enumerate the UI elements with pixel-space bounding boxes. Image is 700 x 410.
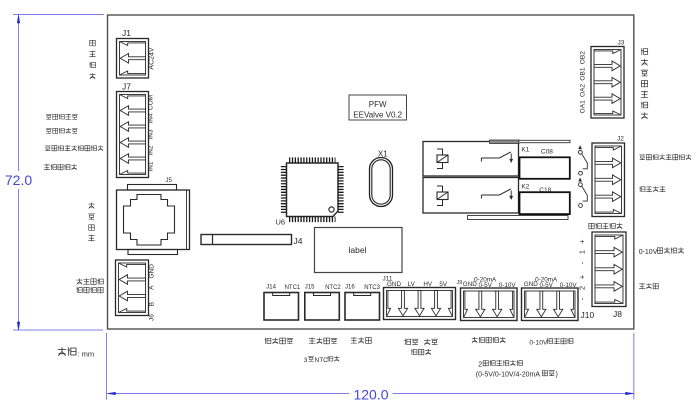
svg-text:X1: X1 xyxy=(378,150,388,159)
svg-text:OB2: OB2 xyxy=(580,51,587,64)
svg-text:A: A xyxy=(149,285,156,290)
svg-text:IN3: IN3 xyxy=(148,129,155,140)
svg-text:): ) xyxy=(556,372,558,379)
svg-text:B: B xyxy=(149,302,156,306)
svg-text:J3: J3 xyxy=(618,40,625,47)
svg-text:(0-5V/0-10V/4-20mA: (0-5V/0-10V/4-20mA xyxy=(476,372,541,379)
svg-text:0-5V: 0-5V xyxy=(540,282,554,289)
svg-text:0-5V: 0-5V xyxy=(479,282,493,289)
svg-text:0-10V: 0-10V xyxy=(560,282,578,289)
svg-text:GND: GND xyxy=(387,281,401,288)
svg-text:PFW: PFW xyxy=(369,100,387,109)
svg-text:NTC: NTC xyxy=(315,357,329,364)
svg-text:-: - xyxy=(578,261,587,264)
svg-text:5V: 5V xyxy=(439,281,448,288)
svg-text:OB1: OB1 xyxy=(580,67,587,80)
svg-text:: mm: : mm xyxy=(78,350,95,359)
svg-text:J4: J4 xyxy=(294,236,303,246)
svg-text:OA2: OA2 xyxy=(580,84,587,97)
svg-text:IN2: IN2 xyxy=(148,145,155,156)
svg-text:J5: J5 xyxy=(166,178,173,184)
svg-text:J14: J14 xyxy=(266,285,276,291)
svg-text:AC24V: AC24V xyxy=(149,47,156,70)
svg-text:J9: J9 xyxy=(457,280,463,286)
svg-text:J16: J16 xyxy=(345,285,355,291)
svg-text:GND: GND xyxy=(524,281,538,288)
svg-text:K1: K1 xyxy=(521,147,529,154)
svg-text:NTC2: NTC2 xyxy=(325,285,341,291)
svg-text:J2: J2 xyxy=(617,136,624,143)
svg-text:1: 1 xyxy=(578,250,587,254)
svg-text:J15: J15 xyxy=(305,285,315,291)
svg-text:GND: GND xyxy=(463,281,477,288)
svg-text:NTC3: NTC3 xyxy=(364,285,380,291)
svg-text:HV: HV xyxy=(423,281,433,288)
svg-text:J8: J8 xyxy=(613,309,622,319)
svg-text:+: + xyxy=(578,274,587,279)
svg-text:NTC1: NTC1 xyxy=(285,285,301,291)
svg-text:0-20mA: 0-20mA xyxy=(535,277,558,284)
svg-text:label: label xyxy=(349,245,367,255)
svg-text:0-10V: 0-10V xyxy=(639,249,658,256)
svg-text:GND: GND xyxy=(149,264,156,279)
svg-text:0-10V: 0-10V xyxy=(529,340,548,347)
svg-text:COM: COM xyxy=(148,95,155,110)
svg-text:IN1: IN1 xyxy=(148,161,155,172)
svg-text:J1: J1 xyxy=(122,28,131,38)
svg-text:120.0: 120.0 xyxy=(353,386,388,402)
svg-text:IN4: IN4 xyxy=(148,113,155,124)
svg-text:-: - xyxy=(578,297,587,300)
svg-text:0-20mA: 0-20mA xyxy=(474,277,497,284)
svg-text:C08: C08 xyxy=(541,149,553,156)
svg-text:0-10V: 0-10V xyxy=(499,282,517,289)
svg-text:EEValve V0.2: EEValve V0.2 xyxy=(353,110,402,119)
svg-text:LV: LV xyxy=(408,281,416,288)
svg-text:C18: C18 xyxy=(539,187,551,194)
svg-text:2: 2 xyxy=(578,286,587,290)
svg-text:OA1: OA1 xyxy=(580,100,587,113)
svg-text:K2: K2 xyxy=(521,184,529,191)
svg-text:J6: J6 xyxy=(149,314,156,321)
svg-text:J11: J11 xyxy=(383,276,393,283)
svg-text:U6: U6 xyxy=(276,218,286,227)
svg-text:3: 3 xyxy=(304,357,308,364)
svg-text:+: + xyxy=(578,239,587,244)
svg-text:2: 2 xyxy=(478,362,482,369)
svg-text:J7: J7 xyxy=(122,82,131,92)
svg-text:72.0: 72.0 xyxy=(5,172,32,188)
svg-text:J10: J10 xyxy=(581,310,595,320)
